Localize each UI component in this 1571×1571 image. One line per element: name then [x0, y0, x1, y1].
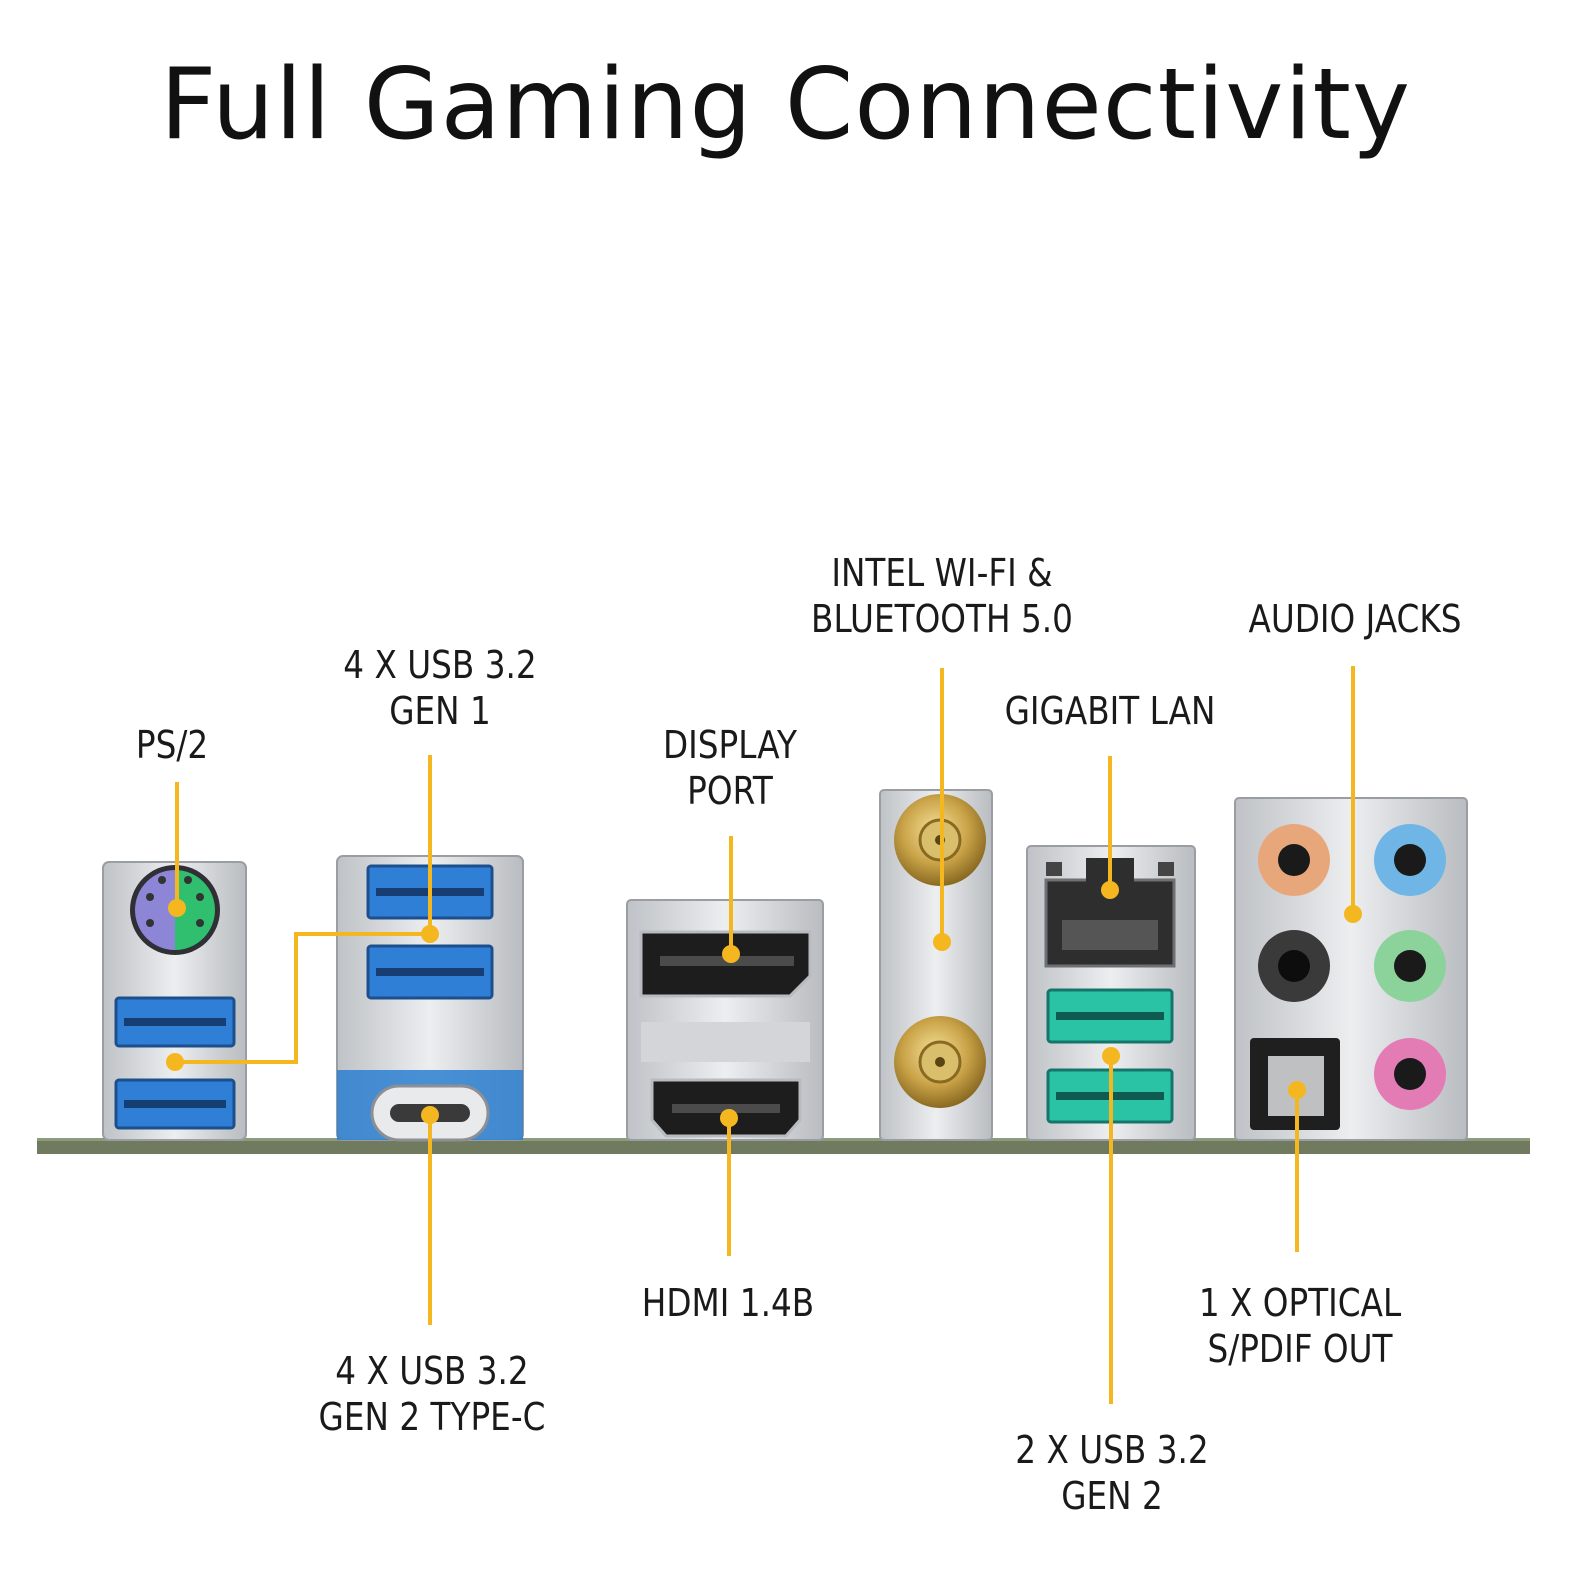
label-usb-gen2: 2 X USB 3.2 GEN 2	[983, 1427, 1241, 1519]
lan-led-right	[1158, 862, 1174, 876]
callout-dot-optical	[1288, 1081, 1306, 1099]
callouts	[175, 666, 1355, 1404]
usb-gen1-typec-block	[336, 855, 524, 1142]
label-audio-line1: AUDIO JACKS	[1248, 597, 1462, 641]
callout-dot-wifi	[933, 933, 951, 951]
motherboard-edge	[37, 1138, 1530, 1154]
callout-dot-usb-gen1-ps2	[166, 1053, 184, 1071]
callout-dot-audio	[1344, 905, 1362, 923]
audio-block	[1234, 797, 1468, 1141]
label-displayport-line2: PORT	[687, 769, 773, 813]
label-hdmi-line1: HDMI 1.4B	[641, 1281, 815, 1325]
label-usb-gen1: 4 X USB 3.2 GEN 1	[311, 642, 569, 734]
label-displayport: DISPLAY PORT	[618, 722, 842, 814]
label-ps2: PS/2	[103, 722, 241, 768]
callout-dot-usb-gen2	[1102, 1047, 1120, 1065]
callout-dots	[166, 881, 1362, 1127]
callout-dot-usb-gen1	[421, 925, 439, 943]
label-usb-gen2-line2: GEN 2	[1061, 1474, 1163, 1518]
label-usb-gen2-line1: 2 X USB 3.2	[1015, 1428, 1209, 1472]
label-usb-gen1-line2: GEN 1	[389, 689, 491, 733]
lan-led-left	[1046, 862, 1062, 876]
wifi-block	[879, 789, 993, 1141]
label-optical-line1: 1 X OPTICAL	[1198, 1281, 1402, 1325]
label-wifi-line1: INTEL WI-FI &	[831, 551, 1053, 595]
callout-dot-ps2	[168, 899, 186, 917]
label-wifi-line2: BLUETOOTH 5.0	[811, 597, 1073, 641]
label-audio: AUDIO JACKS	[1222, 596, 1489, 642]
label-lan: GIGABIT LAN	[981, 688, 1239, 734]
label-optical: 1 X OPTICAL S/PDIF OUT	[1171, 1280, 1429, 1372]
label-lan-line1: GIGABIT LAN	[1004, 689, 1216, 733]
label-hdmi: HDMI 1.4B	[616, 1280, 840, 1326]
video-block	[626, 899, 824, 1141]
callout-dot-lan	[1101, 881, 1119, 899]
label-usb-typec-line2: GEN 2 TYPE-C	[318, 1395, 546, 1439]
callout-dot-usb-typec	[421, 1106, 439, 1124]
lan-usb-gen2-block	[1026, 845, 1196, 1141]
label-usb-typec-line1: 4 X USB 3.2	[335, 1349, 529, 1393]
callout-line-usb-gen1-branch	[175, 932, 430, 1064]
label-displayport-line1: DISPLAY	[663, 723, 797, 767]
label-optical-line2: S/PDIF OUT	[1207, 1327, 1393, 1371]
label-usb-gen1-line1: 4 X USB 3.2	[343, 643, 537, 687]
label-ps2-line1: PS/2	[135, 723, 209, 767]
page-title: Full Gaming Connectivity	[160, 48, 1411, 162]
callout-dot-hdmi	[720, 1109, 738, 1127]
label-wifi: INTEL WI-FI & BLUETOOTH 5.0	[787, 550, 1097, 642]
callout-dot-displayport	[722, 945, 740, 963]
label-usb-typec: 4 X USB 3.2 GEN 2 TYPE-C	[286, 1348, 578, 1440]
